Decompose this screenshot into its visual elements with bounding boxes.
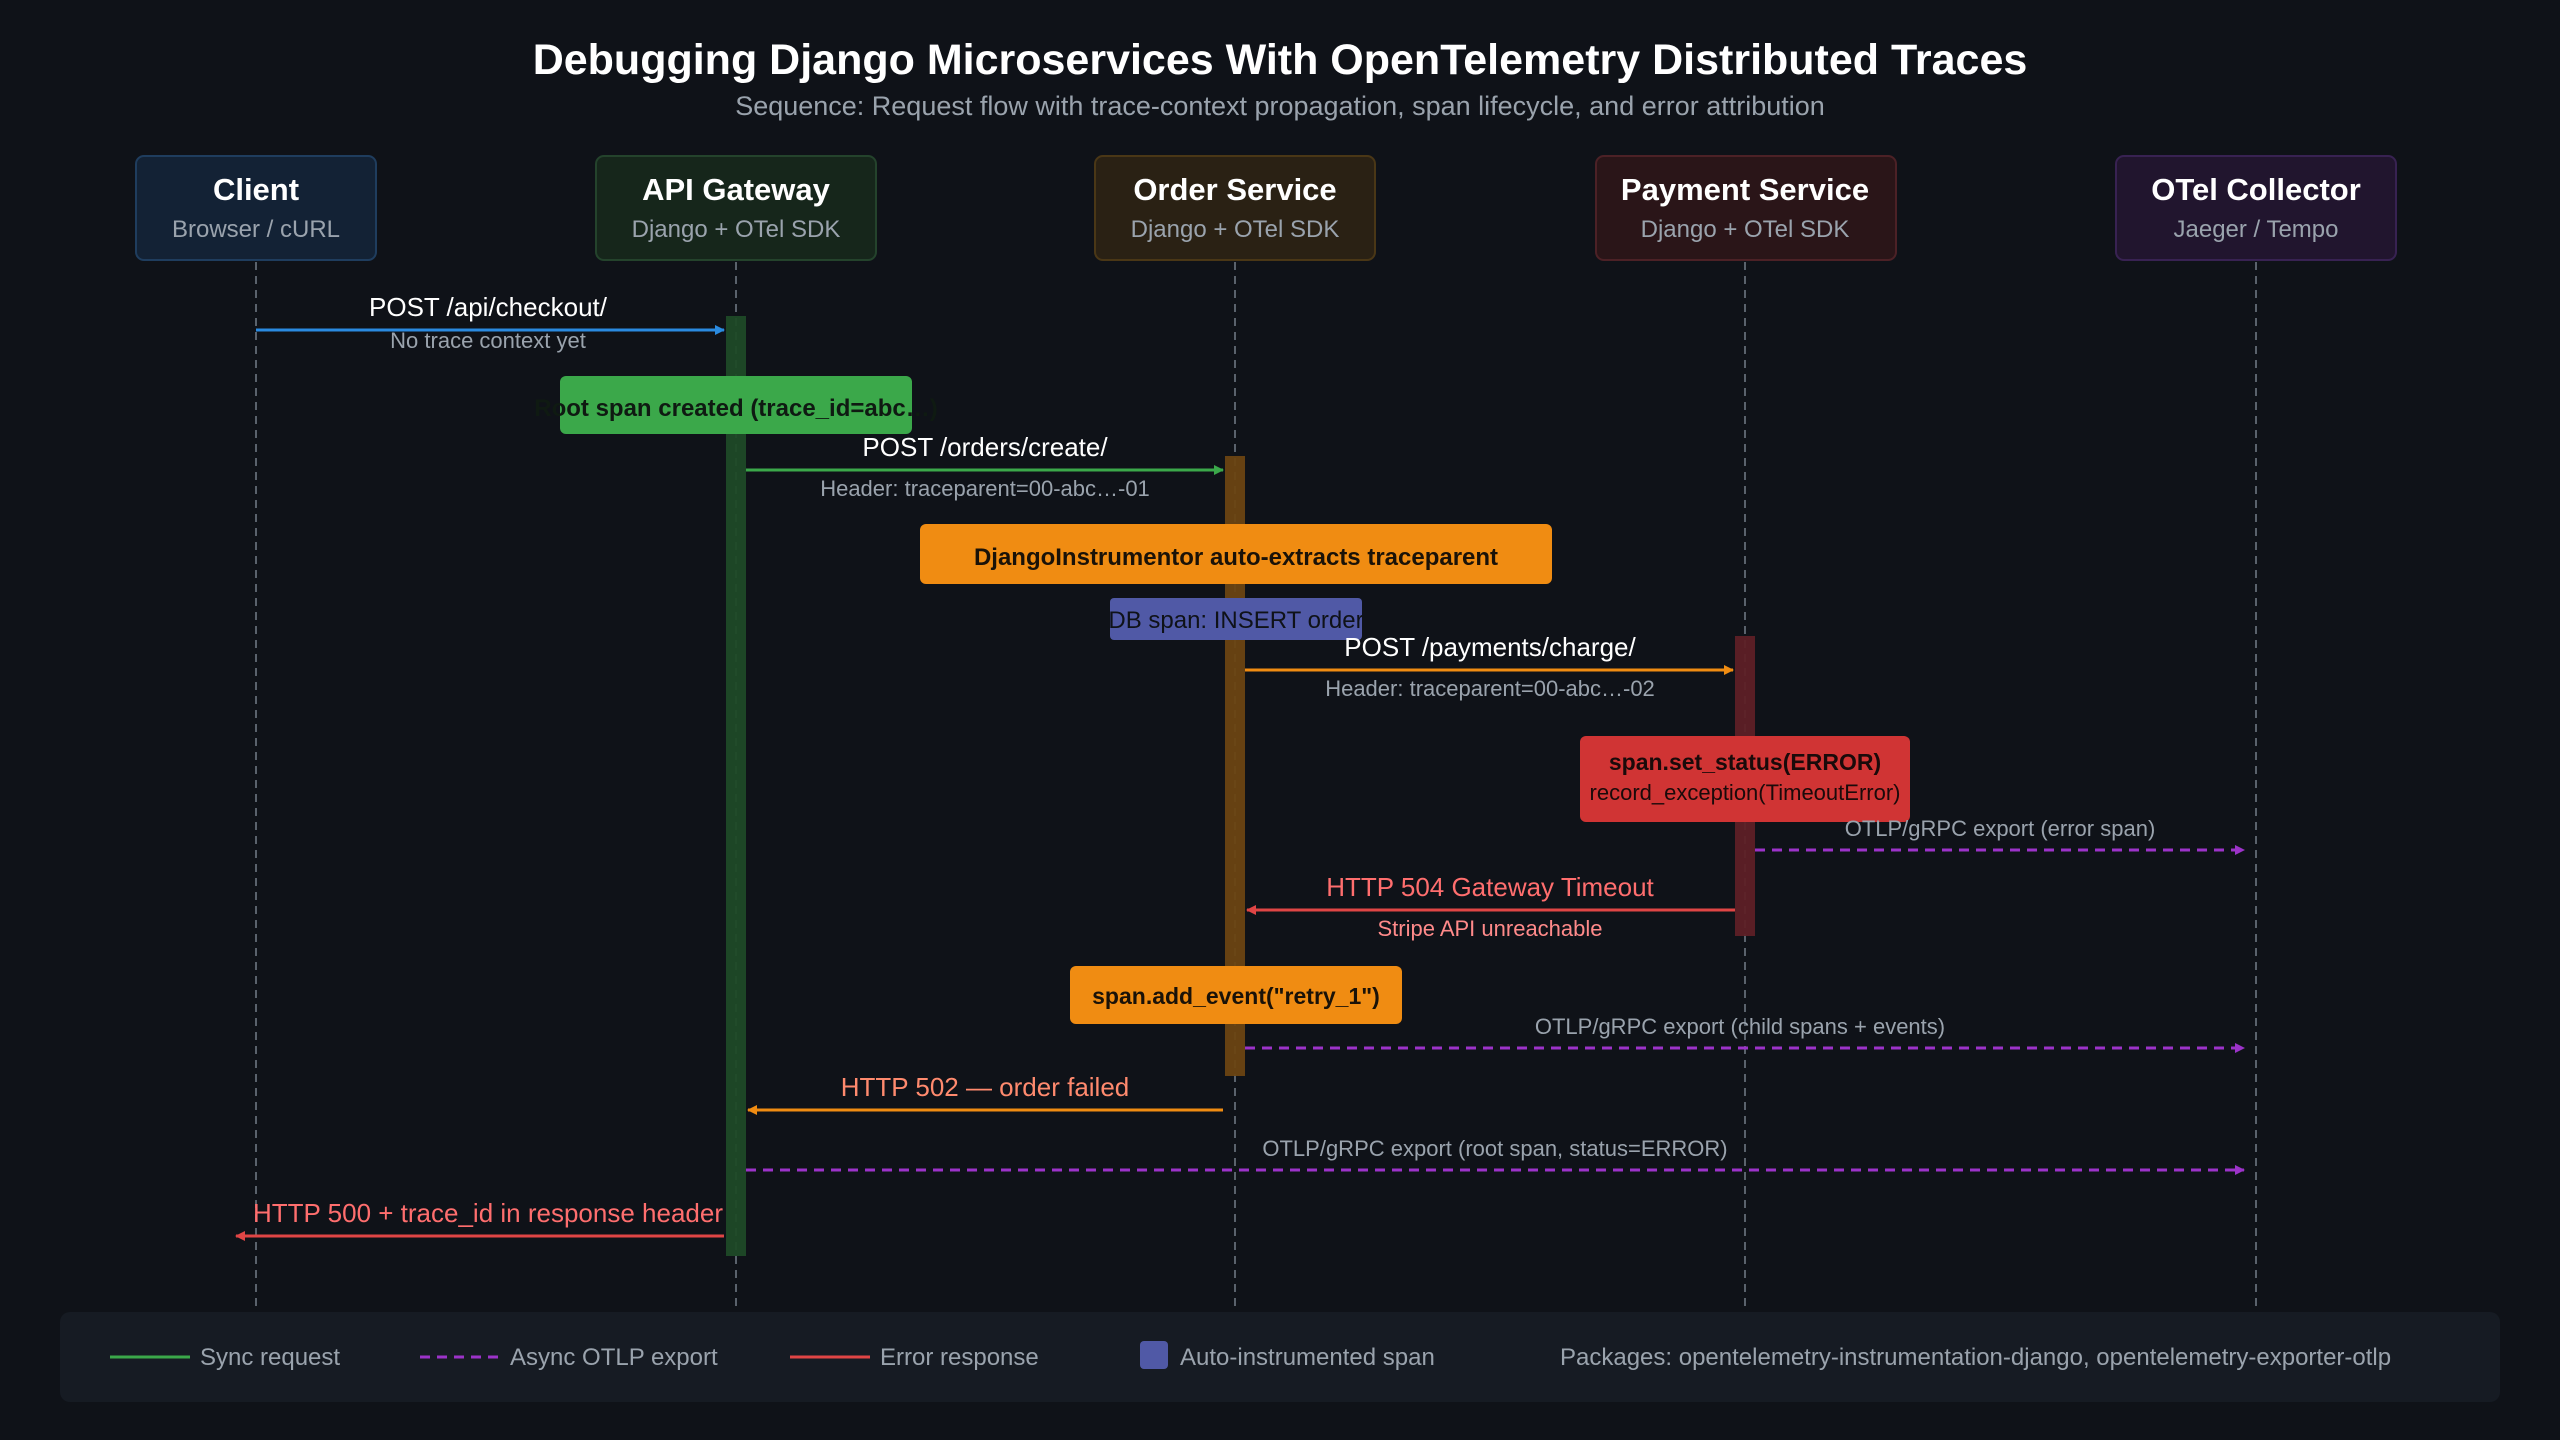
note-add-event-text: span.add_event("retry_1"): [1092, 983, 1380, 1009]
participant-gateway: API Gateway Django + OTel SDK: [595, 155, 877, 261]
legend-async-label: Async OTLP export: [510, 1344, 718, 1371]
participant-name: Client: [213, 172, 299, 207]
label-post-orders: POST /orders/create/: [862, 432, 1108, 462]
note-root-span-text: Root span created (trace_id=abc…): [534, 395, 937, 422]
label-export-error-span: OTLP/gRPC export (error span): [1845, 816, 2156, 841]
legend: Sync request Async OTLP export Error res…: [60, 1312, 2500, 1402]
label-http-500: HTTP 500 + trace_id in response header: [253, 1198, 723, 1228]
participant-client: Client Browser / cURL: [135, 155, 377, 261]
legend-packages: Packages: opentelemetry-instrumentation-…: [1560, 1344, 2391, 1371]
sublabel-post-checkout: No trace context yet: [390, 328, 586, 353]
legend-sync-label: Sync request: [200, 1344, 340, 1371]
participant-payment: Payment Service Django + OTel SDK: [1595, 155, 1897, 261]
legend-auto-label: Auto-instrumented span: [1180, 1344, 1435, 1371]
note-auto-extract: [920, 524, 1552, 584]
page-title: Debugging Django Microservices With Open…: [533, 36, 2028, 84]
label-http-504: HTTP 504 Gateway Timeout: [1326, 872, 1654, 902]
label-http-502: HTTP 502 — order failed: [841, 1072, 1130, 1102]
participant-sub: Browser / cURL: [172, 216, 340, 243]
note-set-status-text: span.set_status(ERROR): [1609, 749, 1881, 775]
participant-collector: OTel Collector Jaeger / Tempo: [2115, 155, 2397, 261]
participant-sub: Django + OTel SDK: [632, 216, 841, 243]
note-set-status-text2: record_exception(TimeoutError): [1590, 780, 1901, 805]
participant-name: OTel Collector: [2151, 172, 2361, 207]
legend-auto-swatch: [1140, 1341, 1168, 1369]
participant-name: Payment Service: [1621, 172, 1869, 207]
note-db-span: [1110, 598, 1362, 640]
note-set-status: [1580, 736, 1910, 822]
participant-sub: Django + OTel SDK: [1131, 216, 1340, 243]
note-db-span-text: DB span: INSERT order: [1108, 607, 1363, 634]
participant-name: Order Service: [1133, 172, 1336, 207]
label-export-child-spans: OTLP/gRPC export (child spans + events): [1535, 1014, 1945, 1039]
page-subtitle: Sequence: Request flow with trace-contex…: [735, 91, 1825, 121]
participant-name: API Gateway: [642, 172, 831, 207]
note-auto-extract-text: DjangoInstrumentor auto-extracts tracepa…: [974, 544, 1498, 571]
note-add-event: [1070, 966, 1402, 1024]
note-root-span: [560, 376, 912, 434]
label-post-checkout: POST /api/checkout/: [369, 292, 608, 322]
participant-sub: Jaeger / Tempo: [2174, 216, 2339, 243]
label-export-root-span: OTLP/gRPC export (root span, status=ERRO…: [1262, 1136, 1727, 1161]
activation-gateway: [726, 316, 746, 1256]
label-post-payments: POST /payments/charge/: [1344, 632, 1636, 662]
sublabel-post-payments: Header: traceparent=00-abc…-02: [1325, 676, 1655, 701]
legend-error-label: Error response: [880, 1344, 1039, 1371]
participant-order: Order Service Django + OTel SDK: [1094, 155, 1376, 261]
sublabel-post-orders: Header: traceparent=00-abc…-01: [820, 476, 1150, 501]
participant-sub: Django + OTel SDK: [1641, 216, 1850, 243]
sublabel-http-504: Stripe API unreachable: [1377, 916, 1602, 941]
